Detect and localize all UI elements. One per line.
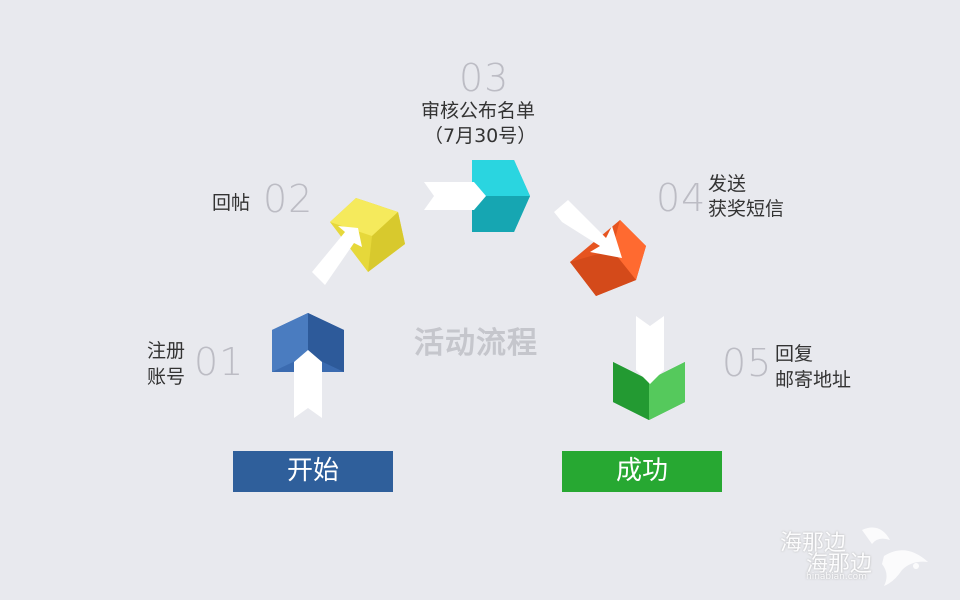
step-05-number: 05 <box>722 341 773 385</box>
diagram-title: 活动流程 <box>414 326 538 361</box>
step-04-label-line2: 获奖短信 <box>708 198 785 220</box>
step-01-shape <box>272 313 344 418</box>
step-05-label-line2: 邮寄地址 <box>775 369 852 391</box>
watermark-bird-icon <box>862 527 928 586</box>
watermark-subtext: hinabian.com <box>806 572 867 582</box>
step-02-shape <box>312 198 405 285</box>
step-03-shape <box>424 160 530 232</box>
step-05-label-line1: 回复 <box>775 343 814 365</box>
step-01-label-line2: 账号 <box>147 366 186 388</box>
step-04-shape <box>554 200 646 296</box>
step-03-label-line1: 审核公布名单 <box>421 100 536 122</box>
success-button[interactable]: 成功 <box>562 451 722 492</box>
step-04-number: 04 <box>656 176 707 220</box>
watermark-text: 海那边 <box>780 531 847 556</box>
step-05-shape <box>613 316 685 420</box>
step-01-label-line1: 注册 <box>147 340 186 362</box>
step-02-number: 02 <box>263 177 314 221</box>
start-button[interactable]: 开始 <box>233 451 393 492</box>
step-01-number: 01 <box>194 340 245 384</box>
step-02-label: 回帖 <box>212 192 251 214</box>
step-03-label-line2: （7月30号） <box>424 125 537 147</box>
step-03-number: 03 <box>459 56 510 100</box>
watermark-text-2: 海那边 <box>806 552 873 577</box>
step-04-label-line1: 发送 <box>708 173 747 195</box>
